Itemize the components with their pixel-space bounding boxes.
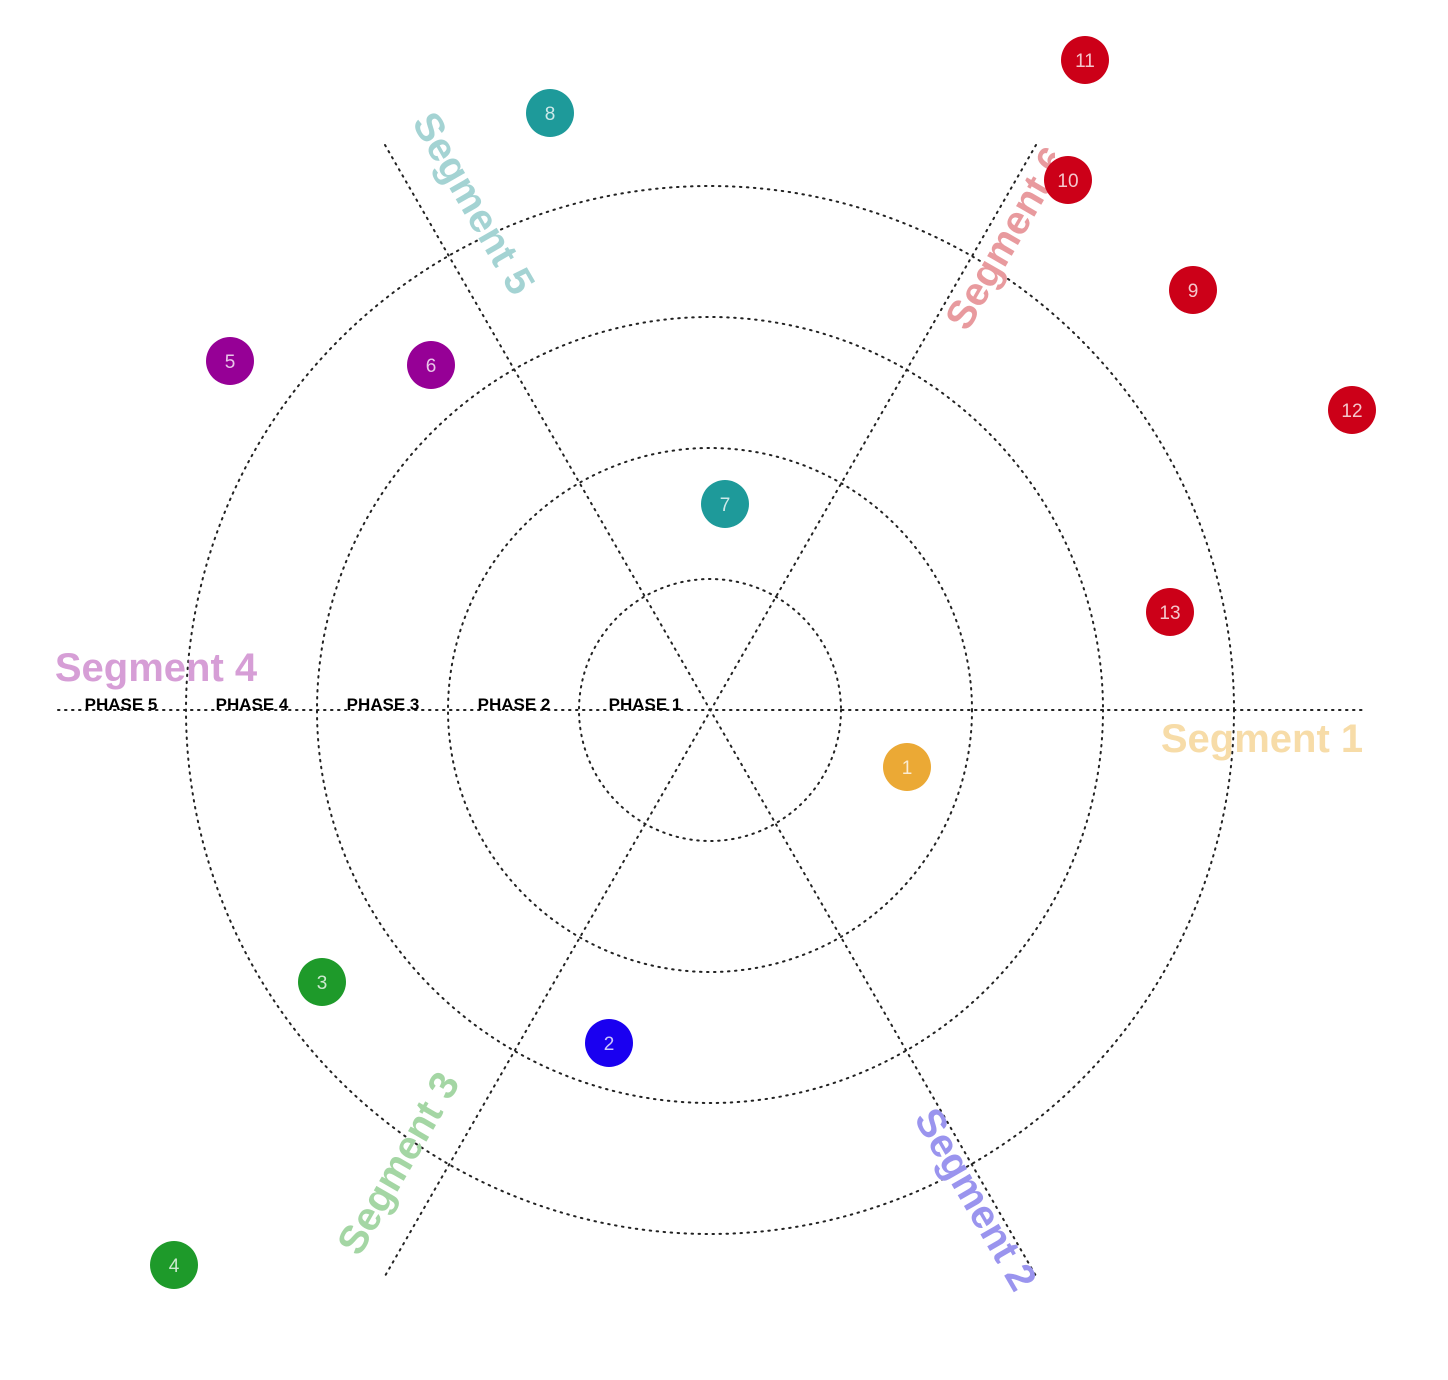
item-number: 13 (1159, 603, 1180, 624)
item-marker-3[interactable]: 3 (298, 958, 346, 1006)
segment-label-4: Segment 4 (55, 646, 258, 690)
item-number: 8 (545, 104, 556, 125)
item-number: 10 (1057, 171, 1078, 192)
divider-diagonal-up (384, 144, 1037, 1277)
item-number: 5 (225, 352, 236, 373)
segment-label-2: Segment 2 (906, 1101, 1045, 1298)
item-number: 6 (426, 356, 437, 377)
item-dot (407, 341, 455, 389)
item-marker-5[interactable]: 5 (206, 337, 254, 385)
item-marker-9[interactable]: 9 (1169, 266, 1217, 314)
item-marker-12[interactable]: 12 (1328, 386, 1376, 434)
item-dot (298, 958, 346, 1006)
item-dot (585, 1019, 633, 1067)
item-marker-13[interactable]: 13 (1146, 588, 1194, 636)
item-marker-10[interactable]: 10 (1044, 156, 1092, 204)
item-marker-7[interactable]: 7 (701, 480, 749, 528)
item-number: 2 (604, 1034, 615, 1055)
phase-label-4: PHASE 4 (216, 695, 289, 714)
phase-ring-2 (447, 447, 973, 973)
phase-label-3: PHASE 3 (347, 695, 420, 714)
phase-label-5: PHASE 5 (85, 695, 158, 714)
item-markers: 1 2 3 4 5 6 7 8 (150, 36, 1376, 1289)
item-number: 3 (317, 973, 328, 994)
item-marker-4[interactable]: 4 (150, 1241, 198, 1289)
item-dot (206, 337, 254, 385)
item-marker-2[interactable]: 2 (585, 1019, 633, 1067)
item-dot (701, 480, 749, 528)
item-number: 12 (1341, 401, 1362, 422)
item-number: 7 (720, 495, 731, 516)
item-number: 4 (169, 1256, 180, 1277)
item-dot (526, 89, 574, 137)
item-number: 1 (902, 758, 913, 779)
item-dot (1328, 386, 1376, 434)
item-dot (150, 1241, 198, 1289)
segment-label-1: Segment 1 (1161, 717, 1363, 761)
item-dot (1044, 156, 1092, 204)
item-dot (1061, 36, 1109, 84)
segment-label-3: Segment 3 (329, 1065, 468, 1262)
item-dot (1146, 588, 1194, 636)
segment-label-5: Segment 5 (404, 105, 543, 302)
item-number: 11 (1075, 51, 1095, 72)
item-number: 9 (1188, 281, 1199, 302)
item-marker-8[interactable]: 8 (526, 89, 574, 137)
item-dot (883, 743, 931, 791)
phase-label-2: PHASE 2 (478, 695, 551, 714)
segment-dividers (57, 144, 1366, 1277)
phase-labels: PHASE 1 PHASE 2 PHASE 3 PHASE 4 PHASE 5 (85, 695, 682, 714)
item-marker-1[interactable]: 1 (883, 743, 931, 791)
phase-label-1: PHASE 1 (609, 695, 682, 714)
item-marker-6[interactable]: 6 (407, 341, 455, 389)
item-marker-11[interactable]: 11 (1061, 36, 1109, 84)
item-dot (1169, 266, 1217, 314)
